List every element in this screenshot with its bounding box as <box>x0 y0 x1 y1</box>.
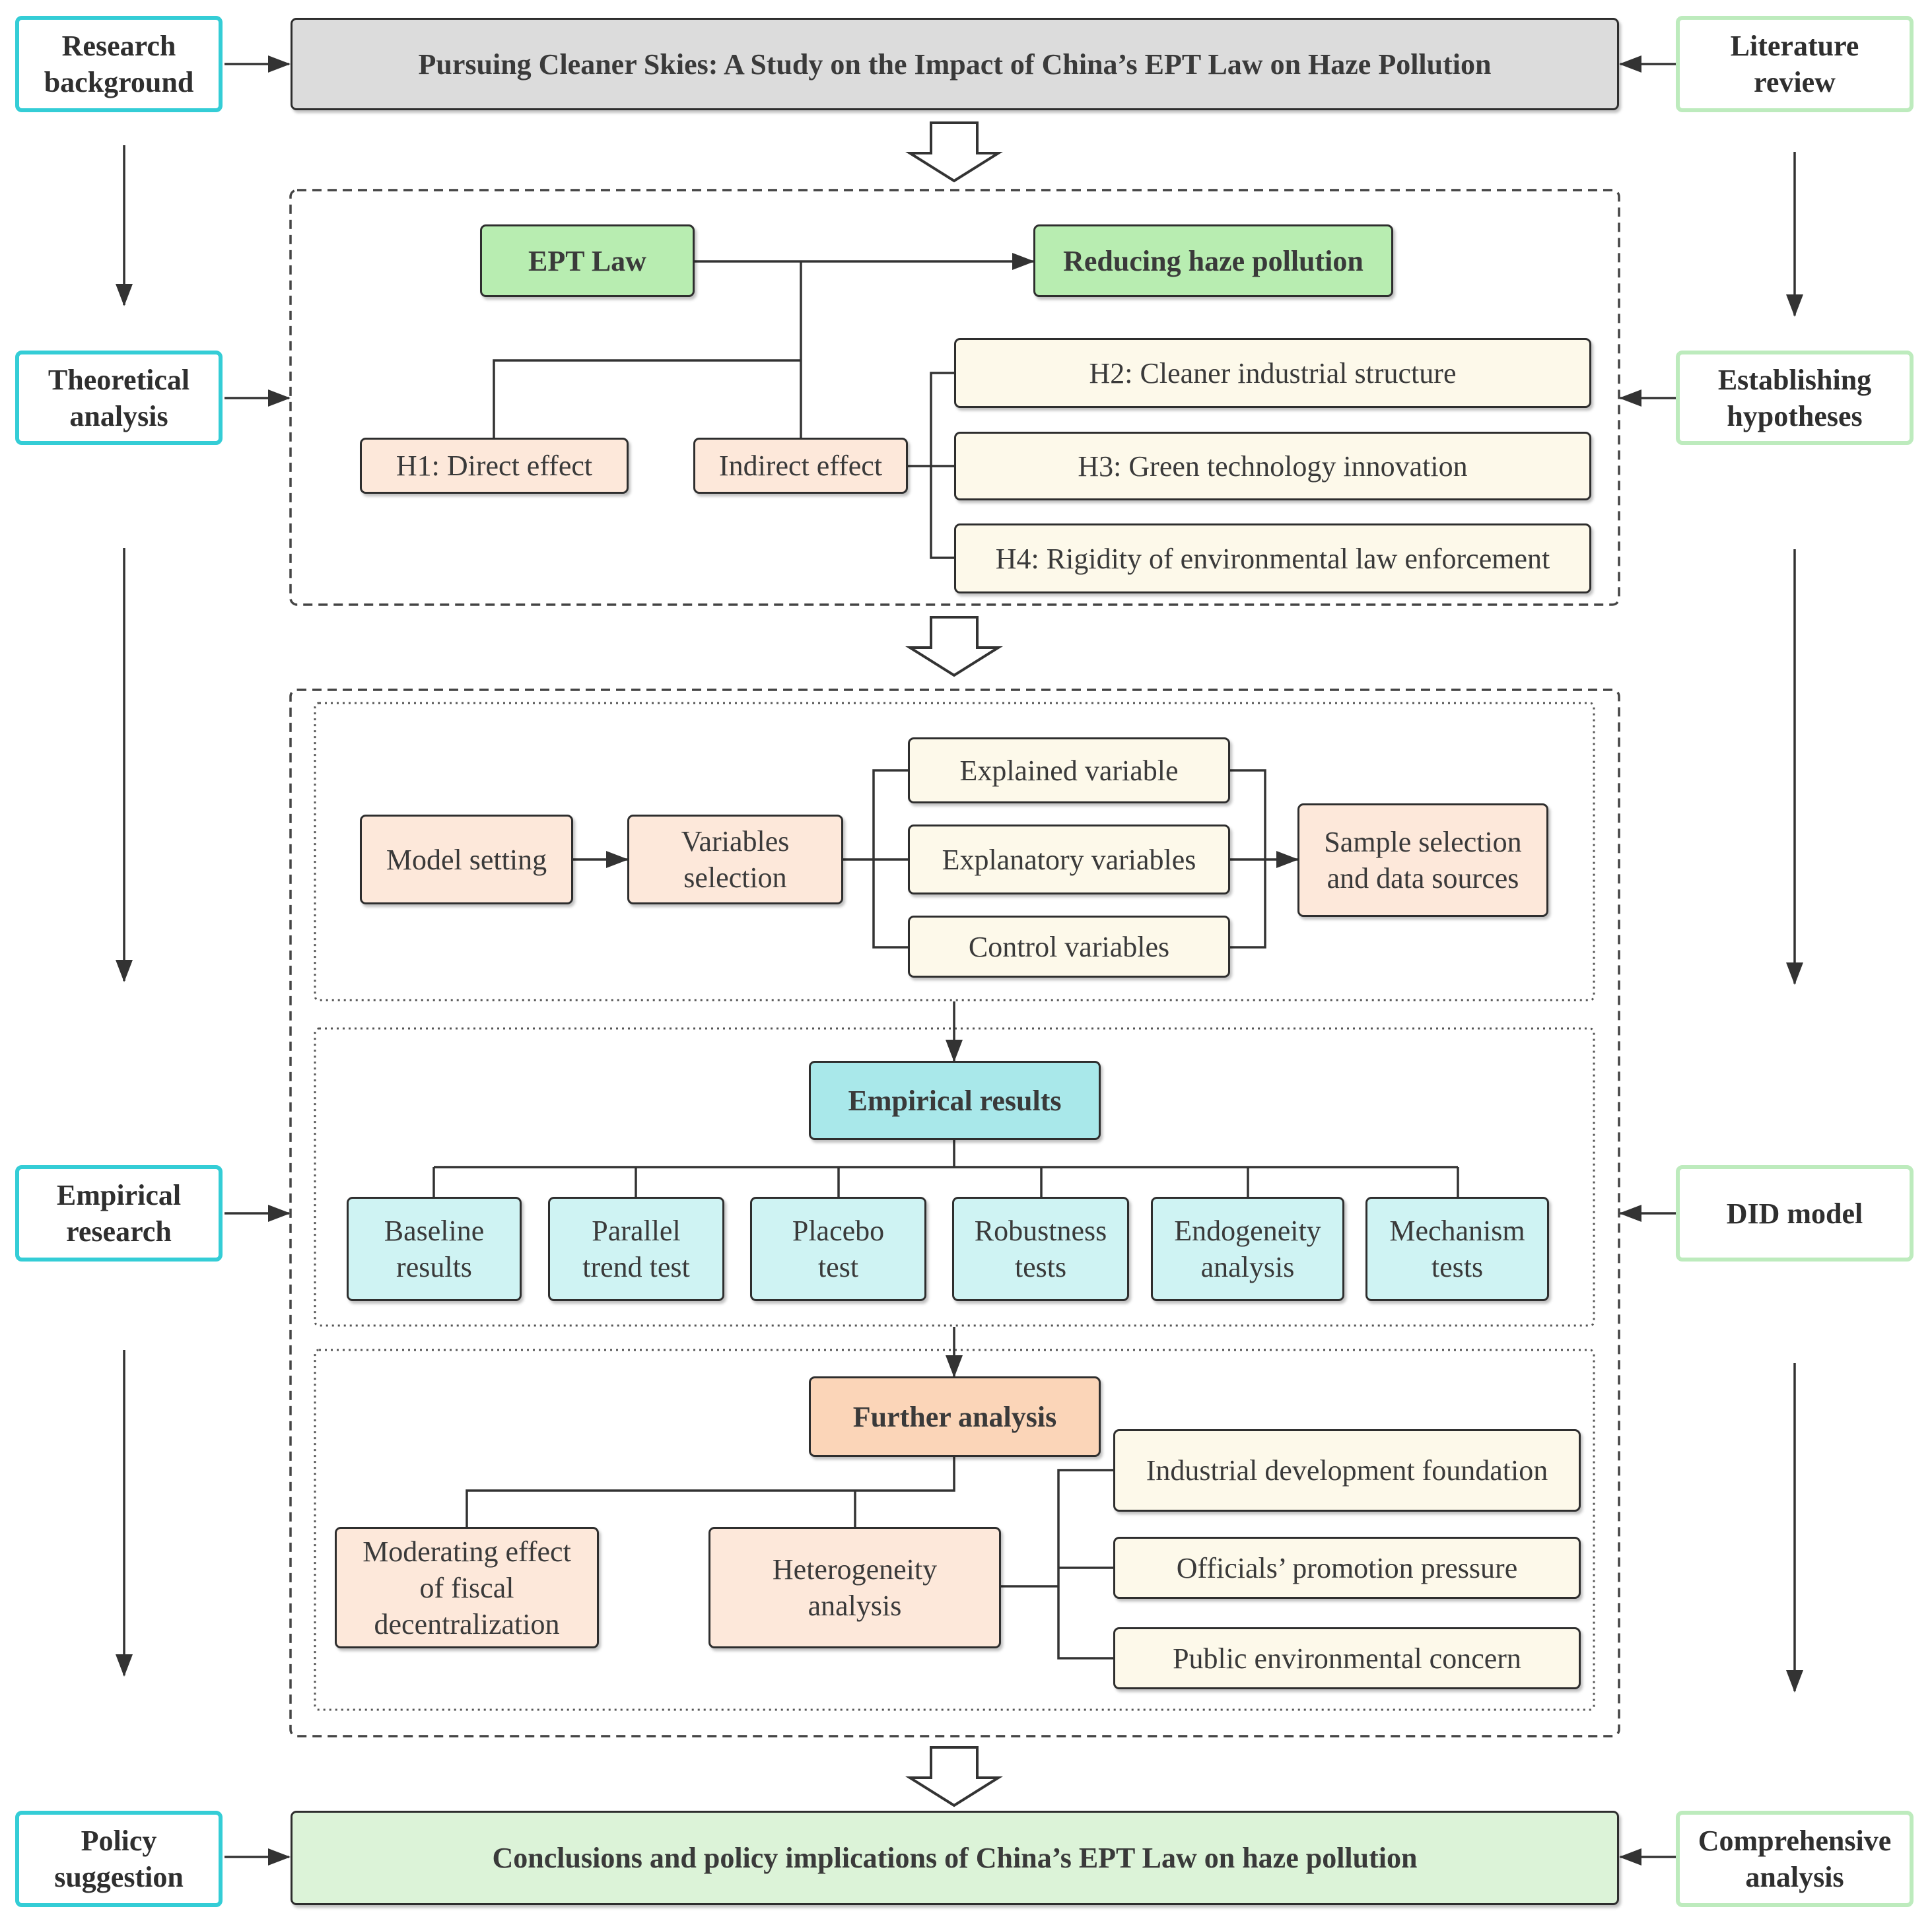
step-empirical-research: Empirical research <box>15 1165 223 1262</box>
moderating-effect-box: Moderating effect of fiscal decentraliza… <box>335 1527 599 1648</box>
h4-box: H4: Rigidity of environmental law enforc… <box>954 523 1591 593</box>
endogeneity-analysis-box: Endogeneity analysis <box>1151 1197 1344 1301</box>
model-setting-box: Model setting <box>360 815 573 904</box>
ept-law-box: EPT Law <box>480 224 695 297</box>
results-subframe <box>314 1027 1595 1327</box>
step-did-model: DID model <box>1676 1165 1914 1262</box>
step-comprehensive-analysis: Comprehensive analysis <box>1676 1811 1914 1907</box>
h1-direct-effect-box: H1: Direct effect <box>360 438 629 494</box>
reducing-haze-box: Reducing haze pollution <box>1033 224 1393 297</box>
sample-selection-box: Sample selection and data sources <box>1297 803 1548 917</box>
step-theoretical-analysis: Theoretical analysis <box>15 351 223 445</box>
variables-selection-box: Variables selection <box>627 815 843 904</box>
mechanism-tests-box: Mechanism tests <box>1365 1197 1549 1301</box>
placebo-test-box: Placebo test <box>750 1197 926 1301</box>
step-research-background: Research background <box>15 16 223 112</box>
step-establishing-hypotheses: Establishing hypotheses <box>1676 351 1914 445</box>
indirect-effect-box: Indirect effect <box>693 438 908 494</box>
officials-promotion-box: Officials’ promotion pressure <box>1113 1537 1581 1599</box>
explanatory-variables-box: Explanatory variables <box>908 825 1230 894</box>
step-policy-suggestion: Policy suggestion <box>15 1811 223 1907</box>
robustness-tests-box: Robustness tests <box>952 1197 1129 1301</box>
industrial-foundation-box: Industrial development foundation <box>1113 1429 1581 1512</box>
hollow-arrow-2 <box>905 616 1003 677</box>
control-variables-box: Control variables <box>908 916 1230 978</box>
h2-box: H2: Cleaner industrial structure <box>954 338 1591 408</box>
step-literature-review: Literature review <box>1676 16 1914 112</box>
h3-box: H3: Green technology innovation <box>954 432 1591 500</box>
baseline-results-box: Baseline results <box>347 1197 522 1301</box>
empirical-results-box: Empirical results <box>809 1061 1101 1140</box>
hollow-arrow-3 <box>905 1746 1003 1807</box>
further-subframe <box>314 1349 1595 1711</box>
parallel-trend-test-box: Parallel trend test <box>548 1197 724 1301</box>
heterogeneity-analysis-box: Heterogeneity analysis <box>708 1527 1001 1648</box>
hollow-arrow-1 <box>905 121 1003 183</box>
explained-variable-box: Explained variable <box>908 737 1230 803</box>
design-subframe <box>314 702 1595 1001</box>
conclusion-box: Conclusions and policy implications of C… <box>291 1811 1619 1905</box>
further-analysis-box: Further analysis <box>809 1376 1101 1457</box>
study-title-box: Pursuing Cleaner Skies: A Study on the I… <box>291 18 1619 110</box>
public-concern-box: Public environmental concern <box>1113 1627 1581 1689</box>
